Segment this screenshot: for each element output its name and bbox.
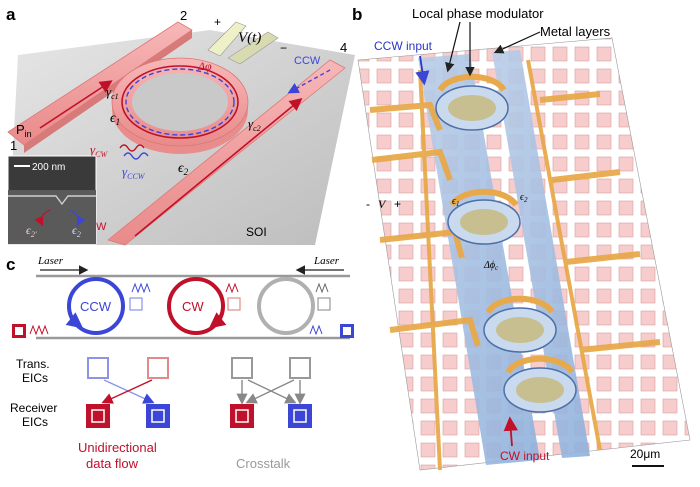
- ccw-arrow: [287, 69, 331, 94]
- ring-ccw-label: CCW: [80, 299, 112, 314]
- electrode-plus: [207, 21, 247, 57]
- port-4-label: 4: [340, 40, 347, 55]
- ring-inner: [132, 73, 228, 131]
- port-2-label: 2: [180, 8, 187, 23]
- sem-eps2p-label: ϵ2': [26, 223, 37, 239]
- plus-sign: +: [214, 15, 221, 29]
- ring-neutral: [257, 277, 315, 335]
- laser-left-label: Laser: [37, 255, 64, 267]
- gamma-c1-label: γc1: [106, 84, 119, 101]
- trans-eics-label-1: Trans.: [16, 357, 50, 371]
- soi-label: SOI: [246, 225, 267, 239]
- sem-scale-label: 200 nm: [32, 162, 65, 173]
- ccw-label: CCW: [294, 55, 321, 67]
- eps1-label: ϵ1: [110, 111, 120, 127]
- metal-layers-pointer: [493, 31, 541, 54]
- pulse-icon-gray: [315, 282, 331, 311]
- laser-right-label: Laser: [313, 255, 340, 267]
- gamma-cw-label: γCW: [90, 142, 108, 159]
- panel-a: a 1 2 4 Pin V(t) + − Δφ γc1 γc2: [6, 5, 355, 246]
- ccw-input-label: CCW input: [374, 39, 433, 53]
- waveguide-channel-left: [418, 54, 540, 465]
- scale-bar-label: 20μm: [630, 447, 660, 461]
- sem-inset: 200 nm ϵ2' ϵ2: [7, 155, 97, 245]
- cw-input-arrow: [503, 416, 519, 447]
- panel-c-letter: c: [6, 255, 15, 274]
- gamma-ccw-label: γCCW: [122, 164, 146, 181]
- unidirectional-diagram: [86, 357, 170, 428]
- b-eps2: ϵ2: [520, 192, 528, 204]
- panel-b-letter: b: [352, 5, 362, 24]
- sem-eps2-label: ϵ2: [72, 223, 81, 239]
- b-v: V: [378, 197, 387, 211]
- b-eps1: ϵ1: [452, 196, 460, 208]
- voltage-label: V(t): [238, 30, 261, 46]
- eps2-label: ϵ2: [178, 161, 189, 177]
- chip-rings: [435, 73, 577, 413]
- minus-sign: −: [280, 41, 287, 55]
- local-phase-modulator-label: Local phase modulator: [412, 6, 544, 21]
- delta-phi-label: Δφ: [197, 59, 212, 73]
- gamma-c2-label: γc2: [248, 116, 261, 133]
- crosstalk-diagram: [230, 357, 312, 428]
- port-1-label: 1: [10, 138, 17, 153]
- b-plus: +: [394, 197, 401, 211]
- modulator-pointer-1: [445, 21, 461, 73]
- cw-arrow: [134, 97, 303, 237]
- pulse-icon-cw: [225, 282, 241, 311]
- b-dphi: Δϕc: [483, 260, 499, 272]
- panel-b: b: [352, 5, 691, 471]
- pin-label: Pin: [16, 122, 32, 139]
- unidirectional-label-2: data flow: [86, 456, 139, 471]
- scatter-ccw: [123, 152, 149, 160]
- ccw-rotation-arrow: [65, 289, 84, 329]
- trans-eics-label-2: EICs: [22, 371, 48, 385]
- scatter-cw: [119, 144, 145, 152]
- receiver-eics-label-1: Receiver: [10, 401, 57, 415]
- output-chip-left: [12, 324, 49, 338]
- ccw-path: [125, 68, 235, 136]
- ccw-input-arrow: [415, 55, 430, 86]
- unidirectional-label-1: Unidirectional: [78, 440, 157, 455]
- cw-path: [121, 65, 239, 139]
- electrode-minus: [227, 31, 279, 65]
- cw-input-label: CW input: [500, 449, 550, 463]
- receiver-eics-label-2: EICs: [22, 415, 48, 429]
- metal-traces: [369, 59, 661, 471]
- pin-arrow: [39, 80, 113, 129]
- panel-c: c Laser Laser CCW CW: [6, 255, 354, 471]
- cw-rotation-arrow: [208, 289, 227, 329]
- pulse-icon-ccw: [129, 282, 151, 311]
- output-chip-right: [309, 324, 354, 338]
- bus-waveguide-2: [107, 59, 346, 246]
- b-minus: -: [366, 197, 370, 211]
- waveguide-channel-right: [492, 50, 590, 458]
- panel-a-letter: a: [6, 5, 16, 24]
- crosstalk-label: Crosstalk: [236, 456, 291, 471]
- metal-layers-label: Metal layers: [540, 24, 611, 39]
- ring-cw-label: CW: [182, 299, 204, 314]
